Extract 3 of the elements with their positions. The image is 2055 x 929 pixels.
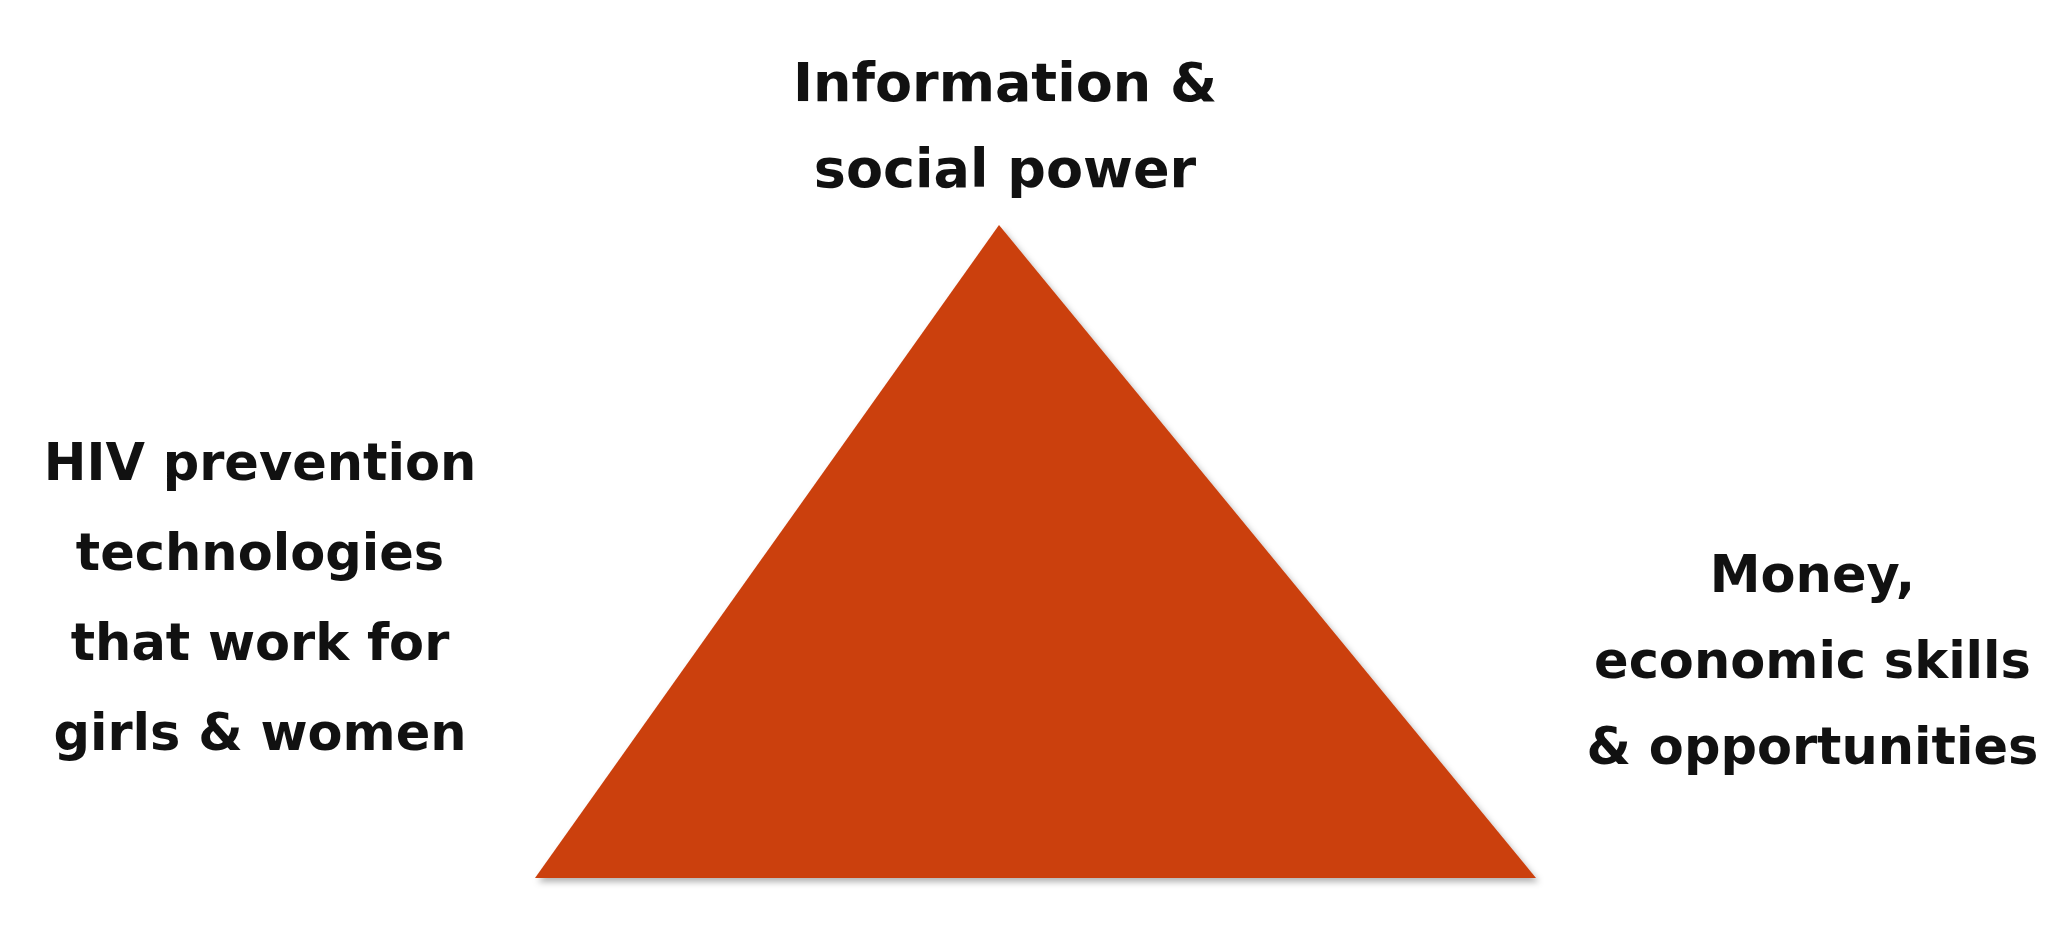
vertex-label: HIV prevention technologies that work for girls & women [42,432,478,764]
vertex-label: Money, economic skills & opportunities [1585,544,2040,778]
vertex-label: Information & social power [791,50,1219,202]
